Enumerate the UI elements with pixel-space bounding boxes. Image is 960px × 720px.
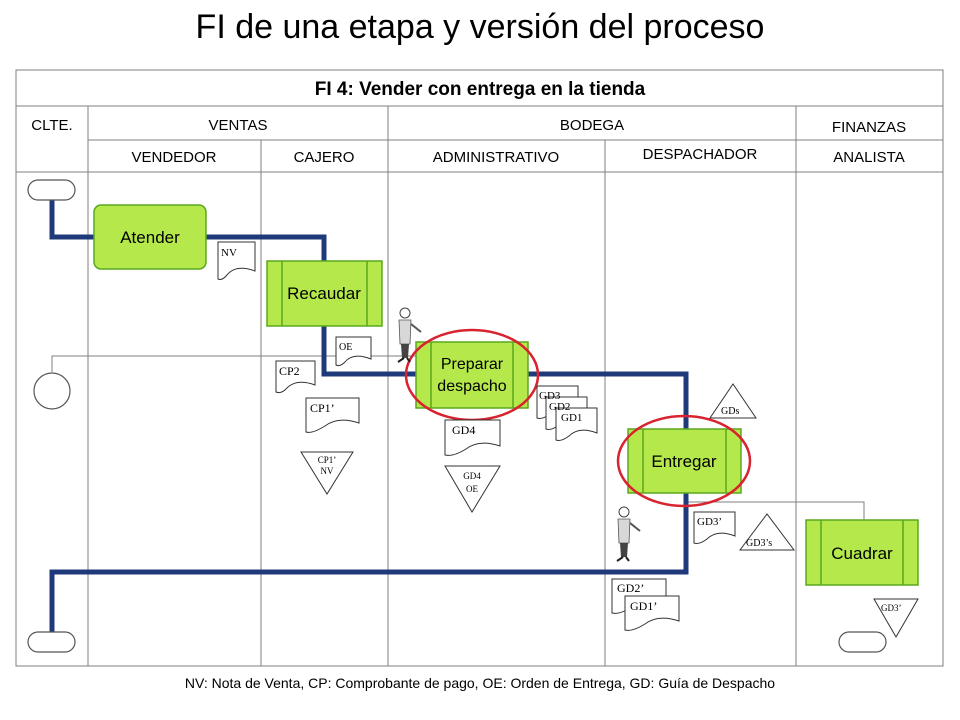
activity-recaudar-label: Recaudar [287,284,361,303]
file-cp1-nv-label2: NV [321,466,334,476]
page-title: FI de una etapa y versión del proceso [195,8,765,46]
doc-gd4-label: GD4 [452,423,475,437]
doc-oe-label: OE [339,342,352,353]
documents [217,241,736,631]
file-gd3s [739,513,795,551]
doc-gd3p-label: GD3’ [697,516,722,528]
file-gd3p [873,598,919,638]
activity-cuadrar[interactable] [805,519,919,586]
activity-preparar-label-line1: Preparar [441,356,504,373]
doc-cp2-label: CP2 [279,364,300,378]
doc-gd1p-label: GD1’ [630,599,657,613]
doc-gd3-label: GD3 [539,390,561,402]
file-gd4-oe-label2: OE [466,484,478,494]
files [300,383,919,638]
swimlane-frame [15,69,944,667]
activity-atender-label: Atender [120,228,180,247]
file-gd4-oe-label1: GD4 [463,471,481,481]
doc-gd1-label: GD1 [561,412,582,424]
doc-cp1p [305,397,360,433]
doc-nv-label: NV [221,247,237,259]
doc-gd2-label: GD2 [549,401,570,413]
file-gds [709,383,757,419]
person-icon [616,506,641,562]
file-gd3s-label: GD3’s [746,538,772,549]
end-terminator [27,631,76,653]
dept-warehouse: BODEGA [560,117,624,134]
legend-footnote: NV: Nota de Venta, CP: Comprobante de pa… [184,675,776,691]
role-analyst: ANALISTA [833,149,904,166]
client-connector-circle [33,372,71,410]
doc-gd2p-label: GD2’ [617,581,644,595]
subtitle: FI 4: Vender con entrega en la tienda [315,79,646,100]
activity-preparar-despacho[interactable] [415,341,529,409]
activity-atender[interactable] [93,204,207,270]
role-admin: ADMINISTRATIVO [433,149,559,166]
dept-client: CLTE. [31,117,72,134]
doc-oe [335,336,372,367]
activity-recaudar[interactable] [266,260,383,327]
doc-gd3p [693,511,736,544]
file-gd3p-label: GD3’ [881,603,902,613]
activity-entregar-label: Entregar [651,452,717,471]
activity-cuadrar-label: Cuadrar [831,544,893,563]
finance-terminator [838,631,887,653]
role-cashier: CAJERO [294,149,355,166]
doc-nv [217,241,256,280]
dept-sales: VENTAS [209,117,268,134]
doc-gd1 [555,407,598,441]
file-gd4-oe [444,465,501,513]
doc-gd1p [624,595,680,631]
activity-preparar-label-line2: despacho [437,378,506,395]
role-seller: VENDEDOR [131,149,216,166]
activity-entregar[interactable] [627,428,742,494]
doc-cp1p-label: CP1’ [310,401,335,415]
doc-gd4 [444,419,501,456]
file-labels: CP1’ NV GD4 OE GDs GD3’s GD3’ [318,406,902,613]
role-dispatcher: DESPACHADOR [643,146,758,163]
dept-finance: FINANZAS [832,119,906,136]
person-icon [397,307,422,363]
start-terminator [27,179,76,201]
doc-cp2 [275,360,316,394]
highlight-entregar [616,414,752,508]
file-cp1-nv-label1: CP1’ [318,455,337,465]
document-labels: NV OE CP2 CP1’ GD3 GD2 GD1 GD4 GD3’ GD2’… [221,247,722,613]
file-cp1-nv [300,451,354,495]
file-gds-label: GDs [721,406,739,417]
